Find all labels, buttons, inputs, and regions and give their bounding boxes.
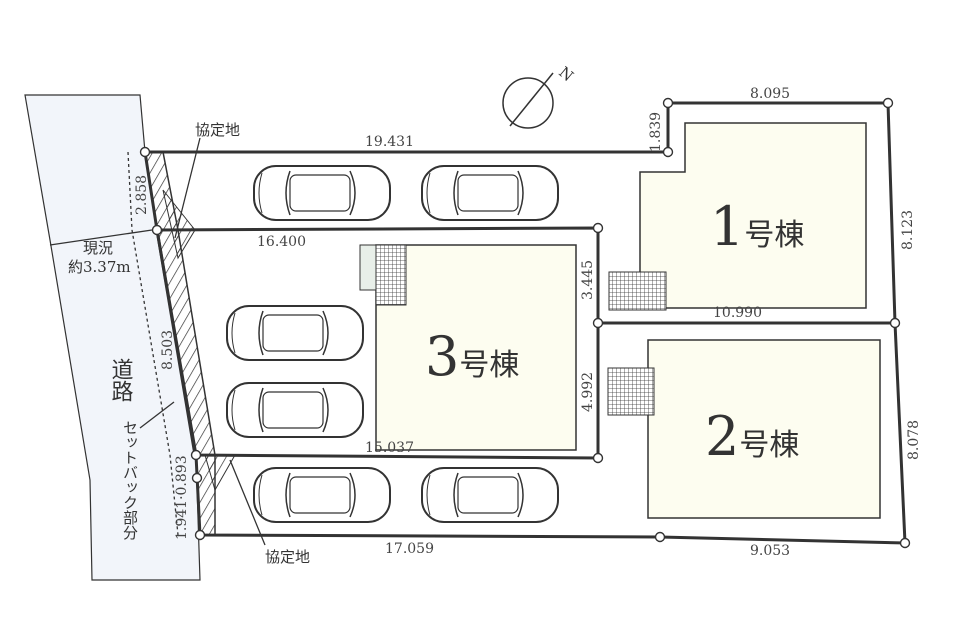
- dim-lot3-right-upper: 3.445: [580, 260, 596, 300]
- dim-road-lower: 1.941·0.893: [174, 455, 190, 540]
- house-1: [639, 122, 867, 309]
- dim-lot1-step: 1.839: [648, 112, 664, 152]
- parking-car: [253, 165, 391, 221]
- house-3: [375, 244, 577, 451]
- parking-car: [253, 467, 391, 523]
- entrance-porch-2: [607, 367, 655, 416]
- setback-label: セットバック部分: [121, 420, 139, 541]
- building-1-label: 1号棟: [710, 195, 804, 258]
- dim-road-middle: 8.503: [160, 330, 176, 370]
- road-width-arrow: [49, 229, 153, 246]
- dim-road-upper: 2.858: [134, 175, 150, 215]
- setback-area: [144, 151, 216, 536]
- leader-line: [229, 459, 266, 546]
- dim-top-long: 19.431: [365, 134, 414, 150]
- road-width-label-2: 約3.37m: [68, 258, 131, 276]
- dim-top-lot1: 8.095: [750, 86, 790, 102]
- parking-car: [421, 165, 559, 221]
- parking-car: [421, 467, 559, 523]
- leader-line: [174, 137, 201, 239]
- agreement-land-label-top: 協定地: [195, 121, 240, 139]
- parking-car: [226, 382, 364, 438]
- dim-lot2-right: 8.078: [906, 420, 922, 460]
- dim-lot3-top: 16.400: [257, 234, 306, 250]
- boundary-points: [139, 97, 911, 549]
- dim-lot1-right: 8.123: [900, 210, 916, 250]
- dim-bottom-lot2: 9.053: [750, 543, 790, 559]
- compass-label: N: [555, 63, 577, 85]
- building-2-label: 2号棟: [705, 405, 799, 468]
- road-width-label-1: 現況: [83, 239, 113, 257]
- dim-bottom-long: 17.059: [385, 541, 434, 557]
- survey-dotted-line: [127, 151, 179, 536]
- building-3-label: 3号棟: [425, 325, 519, 388]
- parking-car: [226, 305, 364, 361]
- entrance-porch-1: [608, 271, 667, 311]
- agreement-land-label-bottom: 協定地: [265, 548, 310, 566]
- road-label: 道路: [108, 358, 134, 402]
- entrance-porch-3: [375, 244, 407, 306]
- leader-line: [139, 401, 175, 429]
- dim-divider-1-2: 10.990: [713, 305, 762, 321]
- entrance-step-3: [359, 244, 377, 291]
- dim-lot3-right-lower: 4.992: [580, 372, 596, 412]
- house-2: [647, 339, 881, 519]
- agreement-land-lower: [204, 454, 236, 492]
- north-compass-icon: N: [502, 63, 577, 129]
- dim-lot3-bottom: 15.037: [365, 440, 414, 456]
